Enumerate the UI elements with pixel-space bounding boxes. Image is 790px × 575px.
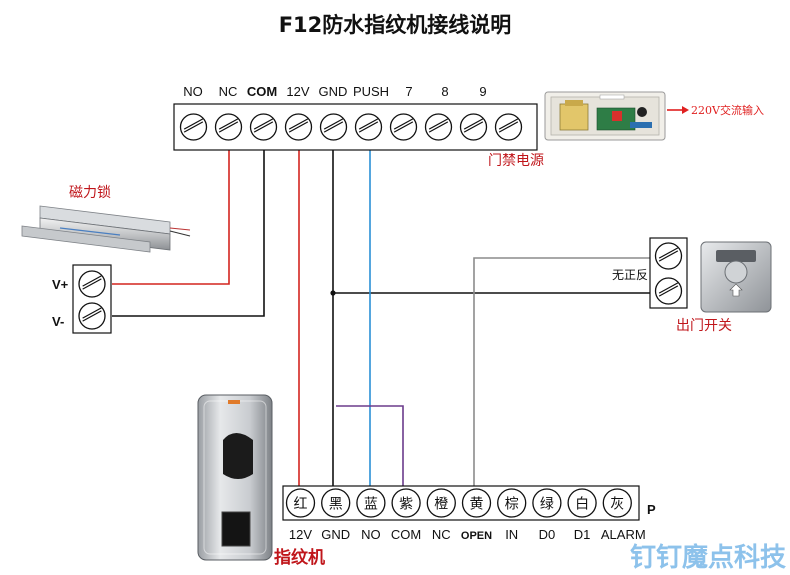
gnd-junction xyxy=(330,290,336,296)
reader-terminal: 紫 xyxy=(391,488,421,518)
power-terminal-label: COM xyxy=(247,84,277,99)
exit-button-terminal-block xyxy=(649,237,688,309)
wires xyxy=(112,140,650,486)
reader-signal-label: OPEN xyxy=(461,530,492,542)
lock-terminal-screw xyxy=(78,302,106,330)
reader-terminal-block: 红 黑 蓝 紫 橙 黄 棕 绿 白 灰 12V GND NO COM NC OPEN IN D0 D1 ALARM xyxy=(282,485,646,542)
reader-terminal-color-label: 紫 xyxy=(399,497,413,513)
watermark: 钉钉魔点科技 xyxy=(630,542,786,573)
power-terminal-label: NO xyxy=(183,84,203,99)
wire-com-bridge xyxy=(336,405,404,486)
magnetic-lock-label: 磁力锁 xyxy=(69,185,111,201)
power-terminal-label: 9 xyxy=(479,84,486,99)
power-terminal-label: GND xyxy=(319,84,348,99)
reader-terminal: 黑 xyxy=(321,488,351,518)
page-title: F12防水指纹机接线说明 xyxy=(279,13,512,37)
reader-label: 指纹机 xyxy=(274,547,325,568)
power-terminal-screw xyxy=(284,113,313,141)
reader-signal-label: ALARM xyxy=(601,527,646,542)
wire-com-to-lock xyxy=(112,140,265,317)
reader-terminal: 红 xyxy=(285,488,316,518)
power-terminal-screw xyxy=(424,113,453,141)
power-terminal-screw xyxy=(389,113,418,141)
power-terminal-screw xyxy=(494,113,523,141)
reader-block-tag: P xyxy=(647,502,656,517)
reader-terminal: 白 xyxy=(567,488,597,518)
power-terminal-label: 7 xyxy=(405,84,412,99)
power-supply-device xyxy=(544,91,666,141)
reader-terminal: 蓝 xyxy=(356,488,386,518)
reader-signal-label: COM xyxy=(391,527,421,542)
lock-terminal-label-vminus: V- xyxy=(52,314,64,329)
power-terminal-screw xyxy=(459,113,488,141)
reader-signal-label: NO xyxy=(361,527,381,542)
power-terminal-screw xyxy=(249,113,278,141)
reader-terminal-color-label: 白 xyxy=(575,497,589,513)
power-terminal-label: NC xyxy=(219,84,238,99)
reader-signal-label: GND xyxy=(321,527,350,542)
mains-arrow-head xyxy=(682,106,689,114)
reader-terminal-color-label: 棕 xyxy=(505,497,519,513)
mains-input-label: 220V交流输入 xyxy=(691,103,764,117)
fingerprint-reader-image xyxy=(197,394,273,561)
reader-terminal-color-label: 橙 xyxy=(434,497,448,513)
reader-terminal-color-label: 黄 xyxy=(470,496,484,513)
exit-terminal-screw xyxy=(654,242,683,270)
power-terminal-screw xyxy=(354,113,383,141)
reader-terminal: 橙 xyxy=(426,488,456,518)
reader-terminal-color-label: 绿 xyxy=(540,497,554,513)
lock-terminal-screw xyxy=(78,270,106,298)
power-terminal-label: 8 xyxy=(441,84,448,99)
reader-terminal-color-label: 蓝 xyxy=(364,497,378,513)
reader-terminal: 黄 xyxy=(461,488,492,518)
magnetic-lock-image xyxy=(21,205,191,253)
reader-terminal-color-label: 黑 xyxy=(329,497,343,513)
reader-signal-label: NC xyxy=(432,527,451,542)
exit-button-label: 出门开关 xyxy=(676,318,732,334)
power-terminal-screw xyxy=(319,113,348,141)
exit-terminal-screw xyxy=(654,277,683,305)
exit-button-image xyxy=(700,241,772,313)
reader-signal-label: 12V xyxy=(289,527,312,542)
reader-terminal: 绿 xyxy=(532,488,562,518)
reader-terminal-color-label: 灰 xyxy=(610,497,624,513)
power-terminal-screw xyxy=(179,113,208,141)
exit-button-note: 无正反 xyxy=(612,268,648,282)
reader-signal-label: IN xyxy=(505,527,518,542)
wire-nc-to-lock xyxy=(112,140,230,285)
power-terminal-label: PUSH xyxy=(353,84,389,99)
power-terminal-block: NO NC COM 12V GND PUSH 7 8 9 xyxy=(173,84,538,151)
power-terminal-label: 12V xyxy=(286,84,309,99)
reader-terminal: 棕 xyxy=(497,488,527,518)
reader-signal-label: D1 xyxy=(574,527,591,542)
reader-terminal-color-label: 红 xyxy=(294,497,308,513)
lock-terminal-block xyxy=(72,264,112,334)
power-supply-label: 门禁电源 xyxy=(488,153,544,169)
reader-terminal: 灰 xyxy=(602,488,632,518)
wire-open xyxy=(473,257,650,486)
reader-signal-label: D0 xyxy=(539,527,556,542)
lock-terminal-label-vplus: V+ xyxy=(52,277,69,292)
power-terminal-screw xyxy=(214,113,243,141)
